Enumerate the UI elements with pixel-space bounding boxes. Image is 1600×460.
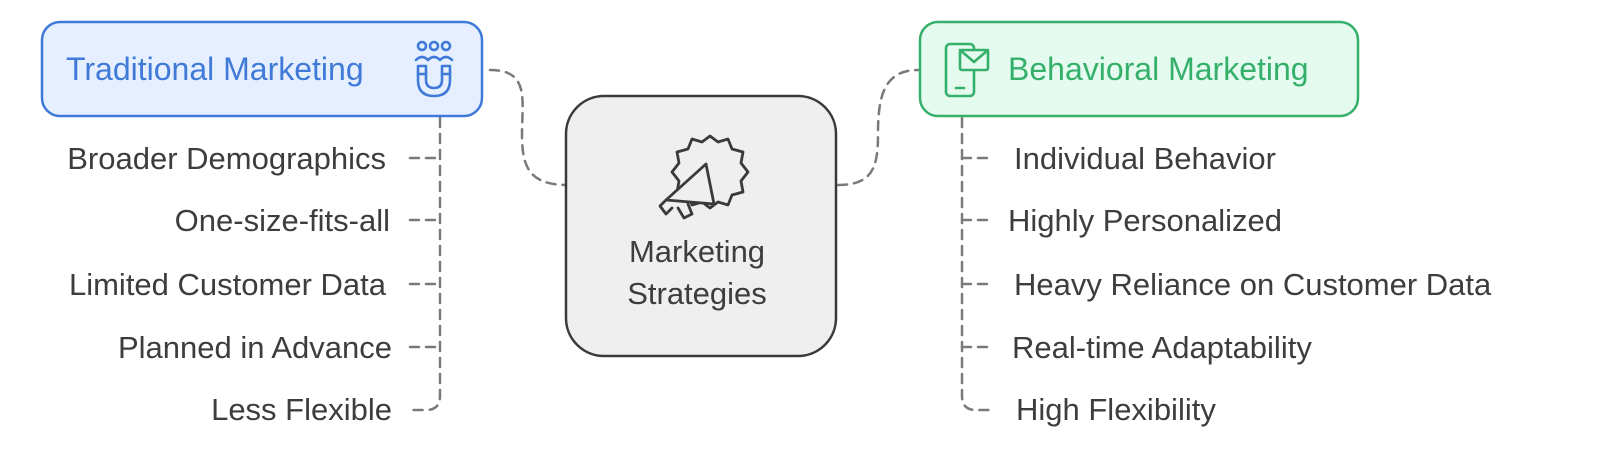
traditional-marketing-title: Traditional Marketing xyxy=(66,51,364,87)
traditional-branch-lines xyxy=(408,116,442,412)
behavioral-marketing-title: Behavioral Marketing xyxy=(1008,51,1309,87)
behavioral-item: Heavy Reliance on Customer Data xyxy=(1014,267,1492,302)
traditional-item: Limited Customer Data xyxy=(69,267,387,302)
connector-center-to-behavioral xyxy=(836,68,920,187)
people-magnet-icon xyxy=(414,40,454,98)
traditional-item: Broader Demographics xyxy=(67,141,386,176)
traditional-item: One-size-fits-all xyxy=(175,203,390,238)
behavioral-item: Highly Personalized xyxy=(1008,203,1282,238)
traditional-item: Planned in Advance xyxy=(118,330,392,365)
center-node: Marketing Strategies xyxy=(564,94,838,358)
traditional-marketing-node: Traditional Marketing xyxy=(40,20,484,118)
traditional-items: Broader Demographics One-size-fits-all L… xyxy=(67,141,392,427)
behavioral-item: High Flexibility xyxy=(1016,392,1216,427)
phone-mail-icon xyxy=(944,42,990,98)
behavioral-branch-lines xyxy=(960,116,996,412)
center-label-line1: Marketing xyxy=(629,234,765,269)
megaphone-badge-icon xyxy=(658,134,750,220)
behavioral-items: Individual Behavior Highly Personalized … xyxy=(1008,141,1492,427)
behavioral-item: Real-time Adaptability xyxy=(1012,330,1312,365)
connector-center-to-traditional xyxy=(488,68,570,187)
behavioral-item: Individual Behavior xyxy=(1014,141,1276,176)
center-label-line2: Strategies xyxy=(627,276,767,311)
traditional-item: Less Flexible xyxy=(211,392,392,427)
behavioral-marketing-node: Behavioral Marketing xyxy=(918,20,1360,118)
